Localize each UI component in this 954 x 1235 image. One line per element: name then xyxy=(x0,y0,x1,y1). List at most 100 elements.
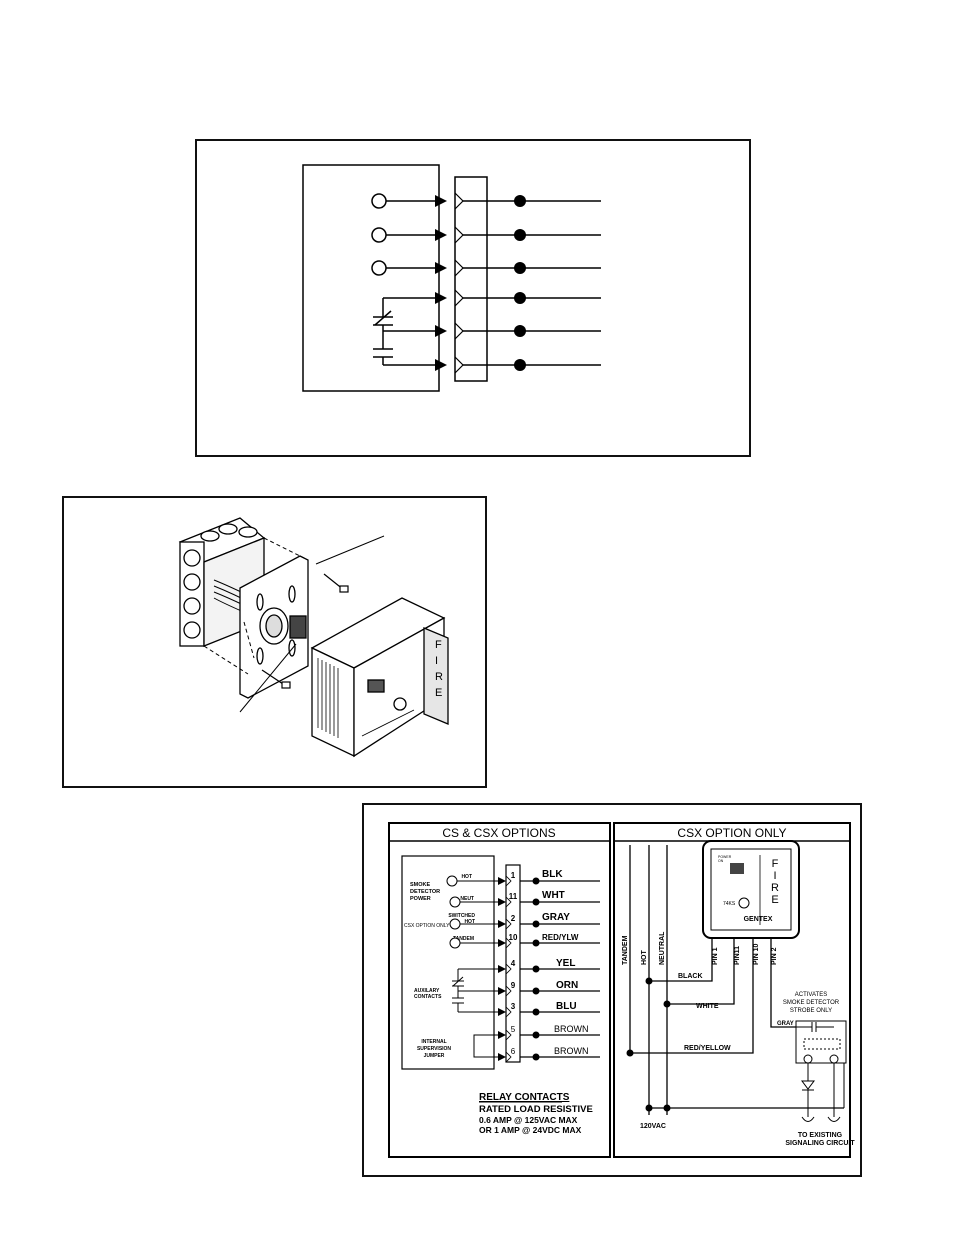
bus-label: NEUTRAL xyxy=(659,931,666,965)
svg-text:DETECTOR: DETECTOR xyxy=(410,889,440,895)
bus-labels: TANDEM HOT NEUTRAL xyxy=(622,931,666,965)
svg-text:NEUT: NEUT xyxy=(460,896,474,902)
wire-color: ORN xyxy=(556,980,578,991)
wire-color: BLU xyxy=(556,1001,577,1012)
installation-illustration: F I R E xyxy=(178,517,449,758)
pin-labels: PIN 1 PIN11 PIN 10 PIN 2 xyxy=(712,943,778,965)
aux-contacts-symbol xyxy=(373,297,435,366)
wire-color-labels: BLK WHT GRAY RED/YLW YEL ORN BLU BROWN B… xyxy=(542,869,589,1056)
wire-label: WHITE xyxy=(696,1003,719,1010)
svg-text:SMOKE DETECTOR: SMOKE DETECTOR xyxy=(783,1000,840,1006)
terminal-strip xyxy=(505,864,521,1063)
mounting-plate xyxy=(239,555,309,699)
svg-text:TO EXISTING: TO EXISTING xyxy=(798,1132,843,1139)
strip-chevrons xyxy=(505,875,512,1063)
svg-text:TANDEM: TANDEM xyxy=(453,936,474,942)
wire-color: BLK xyxy=(542,869,563,880)
fire-letter: E xyxy=(435,687,442,699)
supervision-jumper xyxy=(473,1034,498,1058)
pin-number: 4 xyxy=(511,959,516,968)
pin-number: 3 xyxy=(511,1002,516,1011)
svg-text:ACTIVATES: ACTIVATES xyxy=(795,992,827,998)
pin-numbers: 1 11 2 10 4 9 3 5 6 xyxy=(509,871,518,1056)
pin-number: 11 xyxy=(509,892,518,901)
signaling-circuit-note: TO EXISTING SIGNALING CIRCUIT xyxy=(785,1132,855,1147)
pin-label: PIN 2 xyxy=(771,947,778,965)
wire-label: GRAY xyxy=(777,1021,794,1027)
fire-letter: E xyxy=(771,894,778,906)
strobe-relay-assembly xyxy=(795,1020,847,1122)
svg-text:ON: ON xyxy=(718,859,724,863)
pin-label: PIN 1 xyxy=(712,947,719,965)
cs-csx-options-box xyxy=(388,822,611,1158)
wire-color: YEL xyxy=(556,958,575,969)
smoke-detector-unit xyxy=(310,597,449,758)
gentex-detector: POWER ON 74KS F I R E GENTEX xyxy=(702,840,800,939)
pin-number: 9 xyxy=(511,981,516,990)
csx-wire-labels: BLACK WHITE RED/YELLOW GRAY xyxy=(678,973,794,1052)
aux-contact-symbols xyxy=(452,968,498,1013)
svg-text:JUMPER: JUMPER xyxy=(424,1053,445,1059)
csx-option-only-title: CSX OPTION ONLY xyxy=(677,826,786,840)
wiring-schematic-panel xyxy=(195,139,751,457)
pin-label: PIN 10 xyxy=(753,943,760,965)
test-button xyxy=(738,897,750,909)
csx-option-only-box xyxy=(613,822,851,1158)
relay-contacts-title: RELAY CONTACTS xyxy=(479,1092,570,1103)
voltage-label: 120VAC xyxy=(640,1123,666,1130)
pin-number: 2 xyxy=(511,914,516,923)
device-brand: GENTEX xyxy=(744,916,773,923)
svg-text:HOT: HOT xyxy=(461,874,472,880)
wire-color: GRAY xyxy=(542,912,570,923)
svg-text:SIGNALING CIRCUIT: SIGNALING CIRCUIT xyxy=(785,1140,855,1147)
wire-color: BROWN xyxy=(554,1046,589,1056)
power-circle-terminals xyxy=(446,875,498,949)
options-wiring-diagram: CS & CSX OPTIONS CSX OPTION ONLY SMOKE D… xyxy=(388,822,855,1158)
lead-dots xyxy=(532,877,540,1061)
wire-color: RED/YLW xyxy=(542,933,579,942)
relay-rating-line: OR 1 AMP @ 24VDC MAX xyxy=(479,1125,582,1135)
fire-letter: F xyxy=(435,639,442,651)
options-wiring-panel: CS & CSX OPTIONS CSX OPTION ONLY SMOKE D… xyxy=(362,803,862,1177)
bus-label: TANDEM xyxy=(622,935,629,965)
output-wires xyxy=(463,200,601,366)
svg-text:SMOKE: SMOKE xyxy=(410,882,431,888)
connector-arrows xyxy=(435,195,447,371)
fire-letter: R xyxy=(435,671,443,683)
device-model: 74KS xyxy=(723,901,736,907)
pin-number: 5 xyxy=(511,1025,516,1034)
relay-rating-line: RATED LOAD RESISTIVE xyxy=(479,1104,593,1115)
installation-exploded-view-panel: F I R E xyxy=(62,496,487,788)
mounting-screws xyxy=(261,573,349,689)
pin-number: 1 xyxy=(511,871,516,880)
fire-letter: F xyxy=(772,858,779,870)
pin-number: 6 xyxy=(511,1047,516,1056)
power-terminals xyxy=(371,193,435,276)
pin-label: PIN11 xyxy=(734,946,741,965)
svg-text:SUPERVISION: SUPERVISION xyxy=(417,1046,451,1052)
detector-block xyxy=(401,855,495,1070)
pin-number: 10 xyxy=(509,933,518,942)
terminal-block xyxy=(454,176,488,382)
svg-text:CONTACTS: CONTACTS xyxy=(414,994,442,1000)
svg-text:AUXILARY: AUXILARY xyxy=(414,988,440,994)
activates-note: ACTIVATES SMOKE DETECTOR STROBE ONLY xyxy=(783,992,840,1014)
fire-letter: I xyxy=(435,655,438,667)
alignment-lines xyxy=(203,537,305,675)
left-side-labels: SMOKE DETECTOR POWER HOT NEUT SWITCHED H… xyxy=(404,874,475,1059)
bus-label: HOT xyxy=(641,950,648,966)
svg-text:INTERNAL: INTERNAL xyxy=(421,1039,446,1045)
detector-body xyxy=(302,164,440,392)
svg-text:STROBE ONLY: STROBE ONLY xyxy=(790,1008,832,1014)
detector-fire-label: F I R E xyxy=(435,639,443,699)
svg-text:CSX OPTION ONLY: CSX OPTION ONLY xyxy=(404,923,450,929)
fire-letter: R xyxy=(771,882,779,894)
relay-contacts-note: RELAY CONTACTS RATED LOAD RESISTIVE 0.6 … xyxy=(479,1092,593,1135)
cs-csx-options-title: CS & CSX OPTIONS xyxy=(442,826,555,840)
svg-text:SWITCHED: SWITCHED xyxy=(448,913,475,919)
wire-label: RED/YELLOW xyxy=(684,1045,731,1052)
terminal-chevrons xyxy=(454,192,464,374)
wiring-schematic xyxy=(302,164,601,392)
csx-pin-wires xyxy=(630,938,844,1109)
wire-color: BROWN xyxy=(554,1024,589,1034)
